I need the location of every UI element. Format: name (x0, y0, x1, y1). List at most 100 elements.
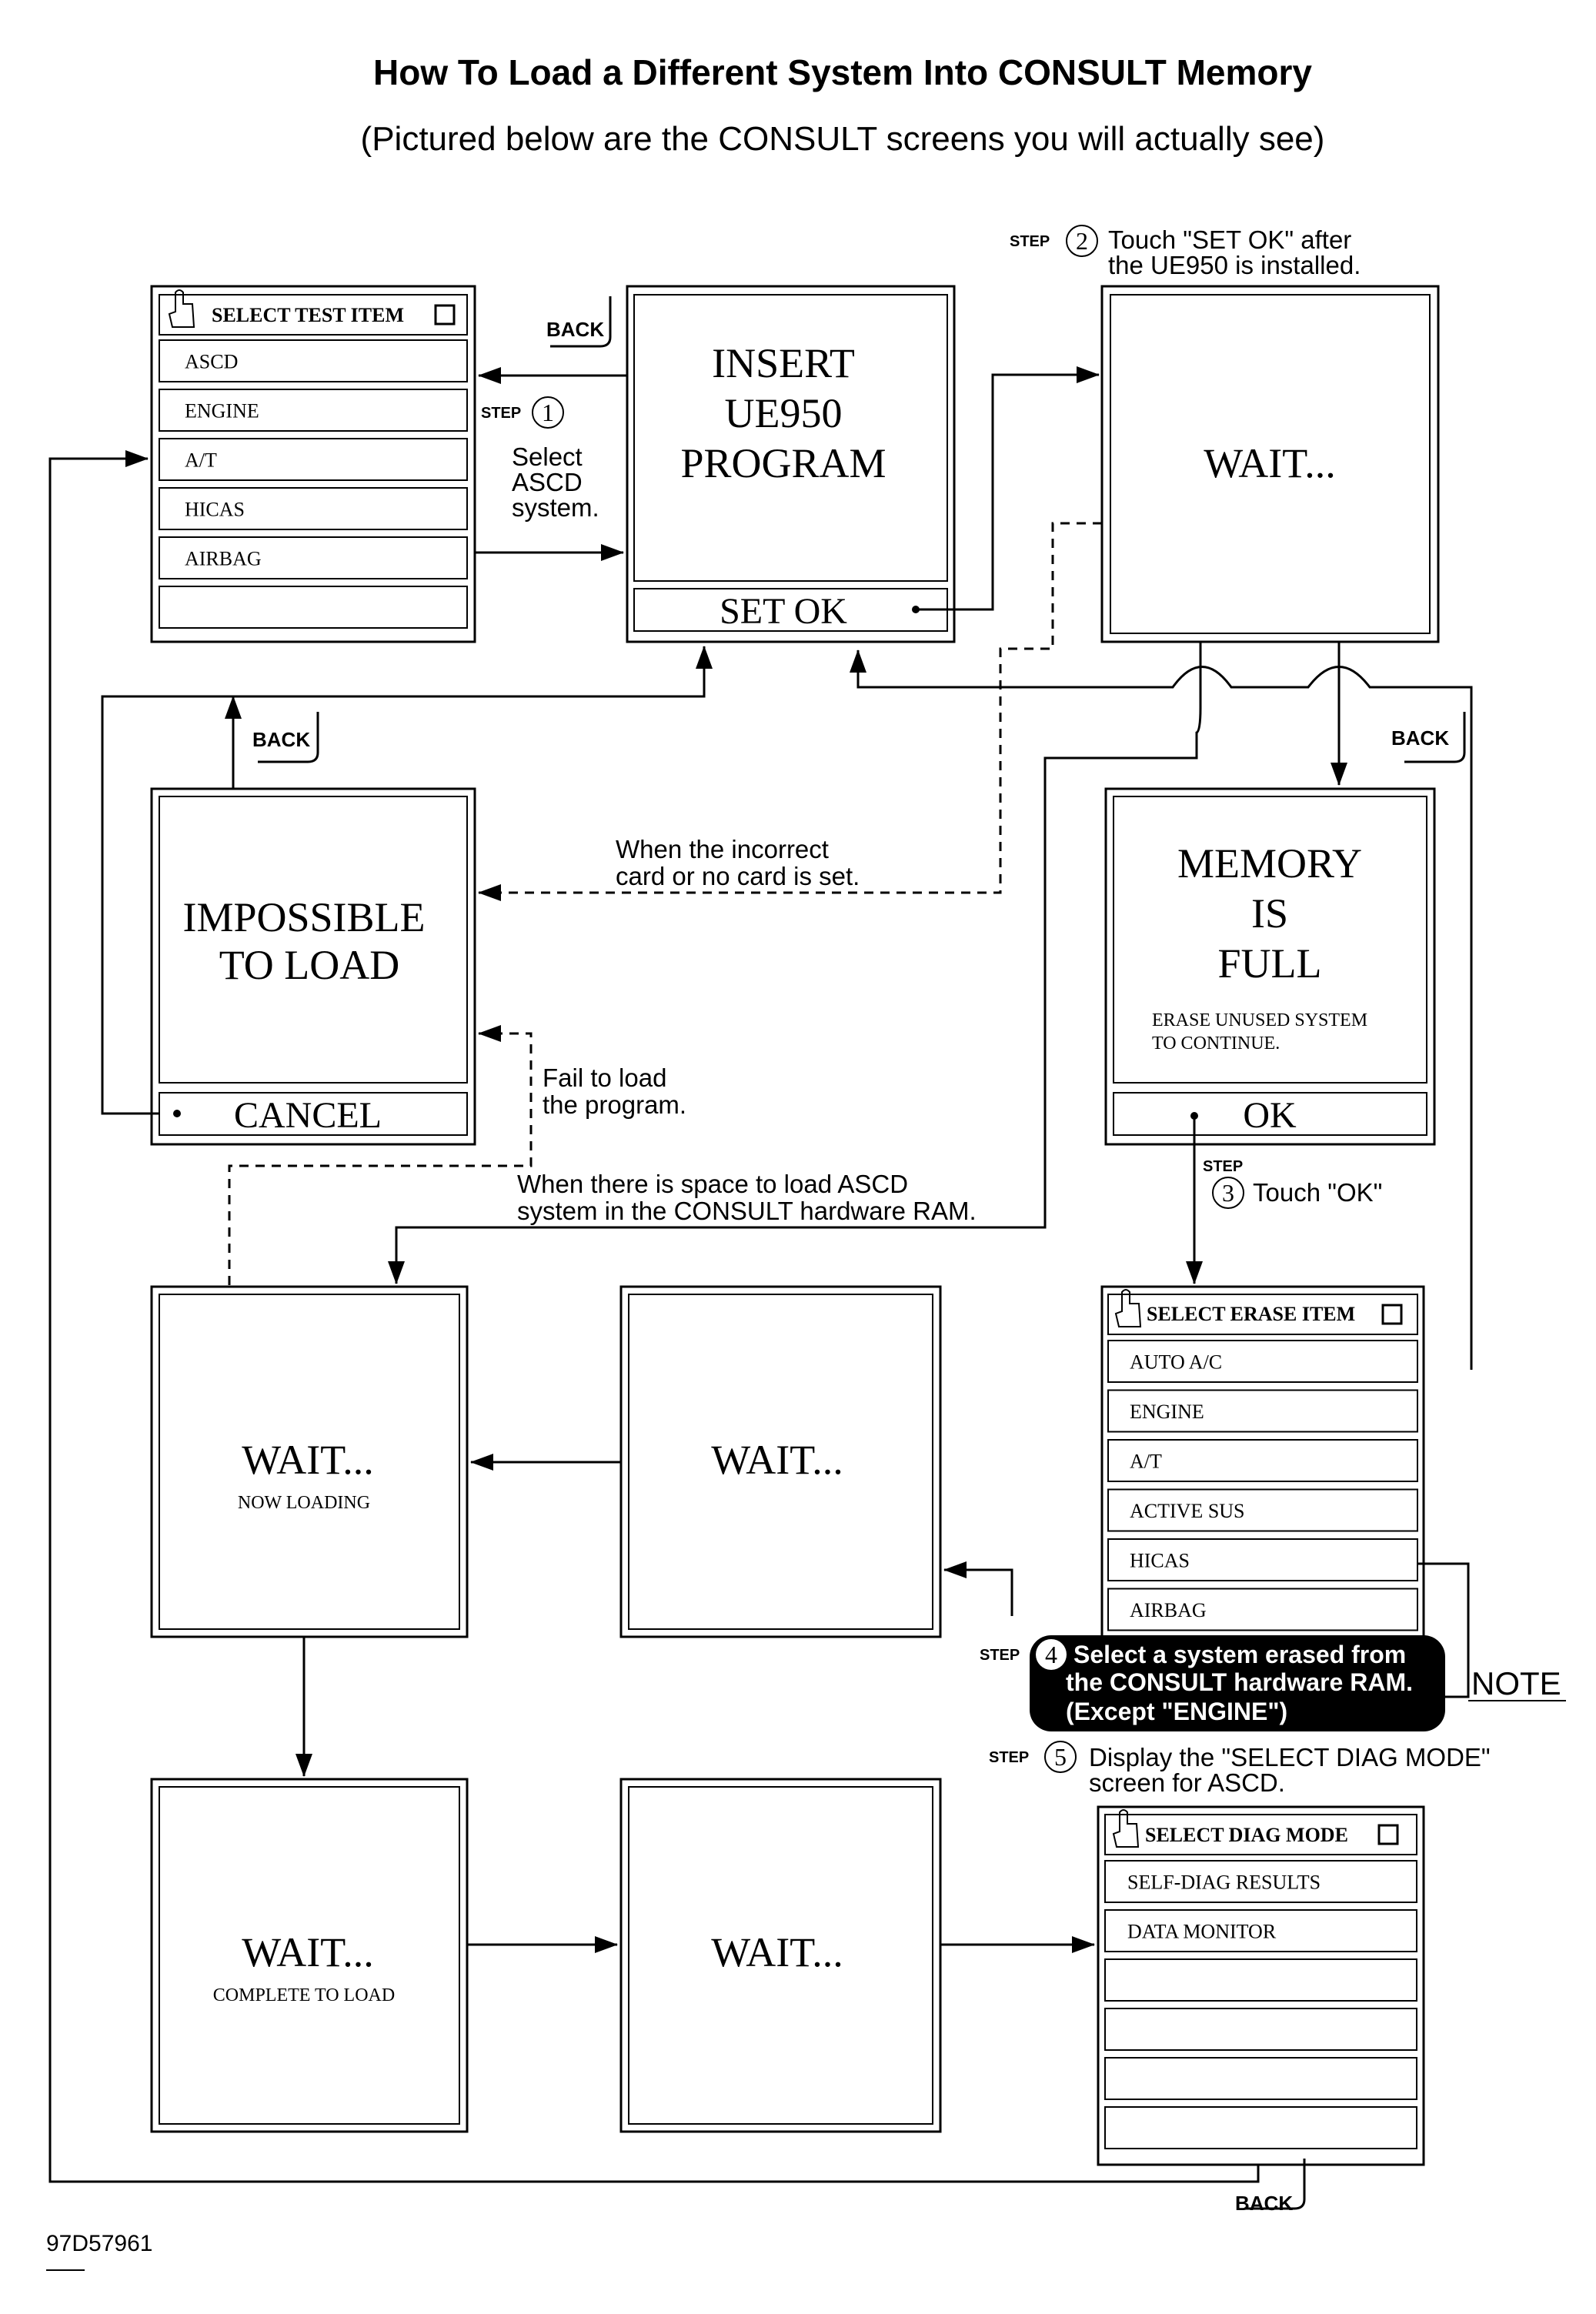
fail-load-line-1: Fail to load (543, 1064, 666, 1092)
erase-item[interactable]: A/T (1107, 1439, 1418, 1482)
test-item[interactable]: ENGINE (159, 389, 468, 432)
screen-wait-middle: WAIT... (619, 1285, 942, 1638)
test-item[interactable]: AIRBAG (159, 536, 468, 579)
setok-to-wait-arrow (916, 366, 1100, 611)
step-3-word: STEP (1203, 1158, 1243, 1175)
test-item-label: HICAS (185, 499, 245, 521)
screen-wait-now-loading: WAIT... NOW LOADING (150, 1285, 469, 1638)
diag-item[interactable] (1104, 2057, 1417, 2100)
screen-memory-full: MEMORY IS FULL ERASE UNUSED SYSTEM TO CO… (1104, 787, 1436, 1146)
select-diag-mode-header: SELECT DIAG MODE (1145, 1824, 1348, 1846)
screen-insert-program: INSERT UE950 PROGRAM SET OK (626, 285, 956, 643)
step-5-word: STEP (989, 1749, 1029, 1766)
memory-back-arrow (850, 649, 1473, 1370)
step-4-line-3: (Except "ENGINE") (1066, 1698, 1287, 1725)
space-load-arrow (388, 642, 1202, 1284)
step-3-number: 3 (1222, 1179, 1234, 1207)
page-title: How To Load a Different System Into CONS… (373, 52, 1312, 92)
fail-load-dashed (228, 1025, 533, 1285)
step-4-line-2: the CONSULT hardware RAM. (1066, 1668, 1413, 1696)
erase-item-label: ACTIVE SUS (1130, 1500, 1245, 1522)
test-item-label: ASCD (185, 351, 238, 373)
wait-loading-text: WAIT... (242, 1437, 373, 1483)
erase-item-label: A/T (1130, 1451, 1162, 1473)
insert-line-2: UE950 (725, 390, 843, 436)
screen-select-erase-item: SELECT ERASE ITEM AUTO A/C ENGINE A/T ACTIV… (1100, 1285, 1425, 1644)
erase-item-label: AIRBAG (1130, 1599, 1207, 1621)
checkbox-icon (1377, 1824, 1399, 1845)
test-item-label: AIRBAG (185, 548, 262, 570)
step-5-line-1: Display the "SELECT DIAG MODE" (1089, 1743, 1491, 1771)
memory-message-2: TO CONTINUE. (1152, 1033, 1280, 1053)
erase-item[interactable]: HICAS (1107, 1538, 1418, 1581)
step-4-word: STEP (980, 1647, 1020, 1664)
step-2-number: 2 (1076, 227, 1088, 255)
incorrect-card-line-2: card or no card is set. (616, 862, 860, 890)
figure-id: 97D57961 (46, 2231, 152, 2256)
select-erase-item-header: SELECT ERASE ITEM (1147, 1303, 1355, 1325)
ok-button[interactable]: OK (1113, 1092, 1427, 1136)
step-2-line-1: Touch "SET OK" after (1108, 225, 1351, 254)
cancel-button[interactable]: CANCEL (159, 1092, 468, 1136)
memory-line-2: IS (1251, 890, 1288, 937)
test-item-label: ENGINE (185, 400, 259, 422)
test-item[interactable]: A/T (159, 438, 468, 481)
test-item[interactable]: ASCD (159, 339, 468, 382)
diag-item[interactable]: SELF-DIAG RESULTS (1104, 1860, 1417, 1903)
memory-message-1: ERASE UNUSED SYSTEM (1152, 1010, 1367, 1030)
step-4-line-1: Select a system erased from (1073, 1641, 1406, 1668)
note-label: NOTE (1471, 1665, 1561, 1701)
step-5-number: 5 (1054, 1743, 1067, 1771)
step-1-word: STEP (481, 405, 521, 422)
step-2-line-2: the UE950 is installed. (1108, 251, 1361, 279)
back-tick-2 (258, 712, 319, 763)
diag-item-label: DATA MONITOR (1127, 1921, 1277, 1943)
erase-item[interactable]: AIRBAG (1107, 1588, 1418, 1631)
set-ok-button[interactable]: SET OK (633, 588, 948, 632)
select-test-item-header: SELECT TEST ITEM (212, 304, 404, 326)
step-5: STEP 5 Display the "SELECT DIAG MODE" sc… (989, 1741, 1491, 1797)
step-4: STEP 4 Select a system erased from the C… (980, 1635, 1566, 1731)
erase-item[interactable]: ENGINE (1107, 1389, 1418, 1433)
wait-complete-sub: COMPLETE TO LOAD (213, 1985, 395, 2005)
step-1-number: 1 (542, 399, 554, 426)
note-bracket (1417, 1562, 1470, 1698)
erase-item[interactable]: AUTO A/C (1107, 1340, 1418, 1383)
space-load-line-1: When there is space to load ASCD (517, 1170, 908, 1198)
impossible-line-2: TO LOAD (219, 942, 399, 988)
screen-wait-top: WAIT... (1100, 285, 1440, 643)
diag-item[interactable]: DATA MONITOR (1104, 1909, 1417, 1952)
set-ok-label: SET OK (720, 591, 847, 632)
hand-pointer-icon (1114, 1289, 1142, 1327)
wait-bottom-text: WAIT... (711, 1929, 843, 1975)
diag-item[interactable] (1104, 2008, 1417, 2051)
screen-select-test-item: SELECT TEST ITEM ASCD ENGINE A/T HICAS AIRBA… (150, 285, 476, 643)
step-2: STEP 2 Touch "SET OK" after the UE950 is… (1010, 225, 1361, 279)
erase-to-wait-arrow (943, 1561, 1013, 1616)
impossible-line-1: IMPOSSIBLE (182, 894, 425, 940)
test-item[interactable] (159, 586, 468, 629)
step-1: STEP 1 Select ASCD system. (481, 396, 599, 522)
test-item-label: A/T (185, 449, 217, 472)
wait-loading-sub: NOW LOADING (238, 1493, 370, 1513)
wait-complete-text: WAIT... (242, 1929, 373, 1975)
screen-wait-bottom: WAIT... (619, 1778, 942, 2133)
cancel-to-insert-arrow (101, 646, 713, 1115)
diag-item[interactable] (1104, 2106, 1417, 2149)
insert-line-3: PROGRAM (680, 440, 886, 486)
step-3-text: Touch "OK" (1253, 1178, 1382, 1207)
erase-item[interactable]: ACTIVE SUS (1107, 1488, 1418, 1532)
screen-impossible-to-load: IMPOSSIBLE TO LOAD CANCEL (150, 787, 476, 1146)
test-item[interactable]: HICAS (159, 487, 468, 530)
incorrect-card-line-1: When the incorrect (616, 835, 829, 863)
erase-item-label: ENGINE (1130, 1401, 1204, 1423)
diag-back-arrow (48, 450, 1260, 2183)
memory-line-3: FULL (1218, 940, 1322, 987)
back-label-4: BACK (1235, 2192, 1293, 2215)
step-5-line-2: screen for ASCD. (1089, 1768, 1285, 1797)
cancel-dot (173, 1110, 181, 1117)
fail-load-line-2: the program. (543, 1090, 686, 1119)
diag-item[interactable] (1104, 1958, 1417, 2002)
wait-mid-text: WAIT... (711, 1437, 843, 1483)
